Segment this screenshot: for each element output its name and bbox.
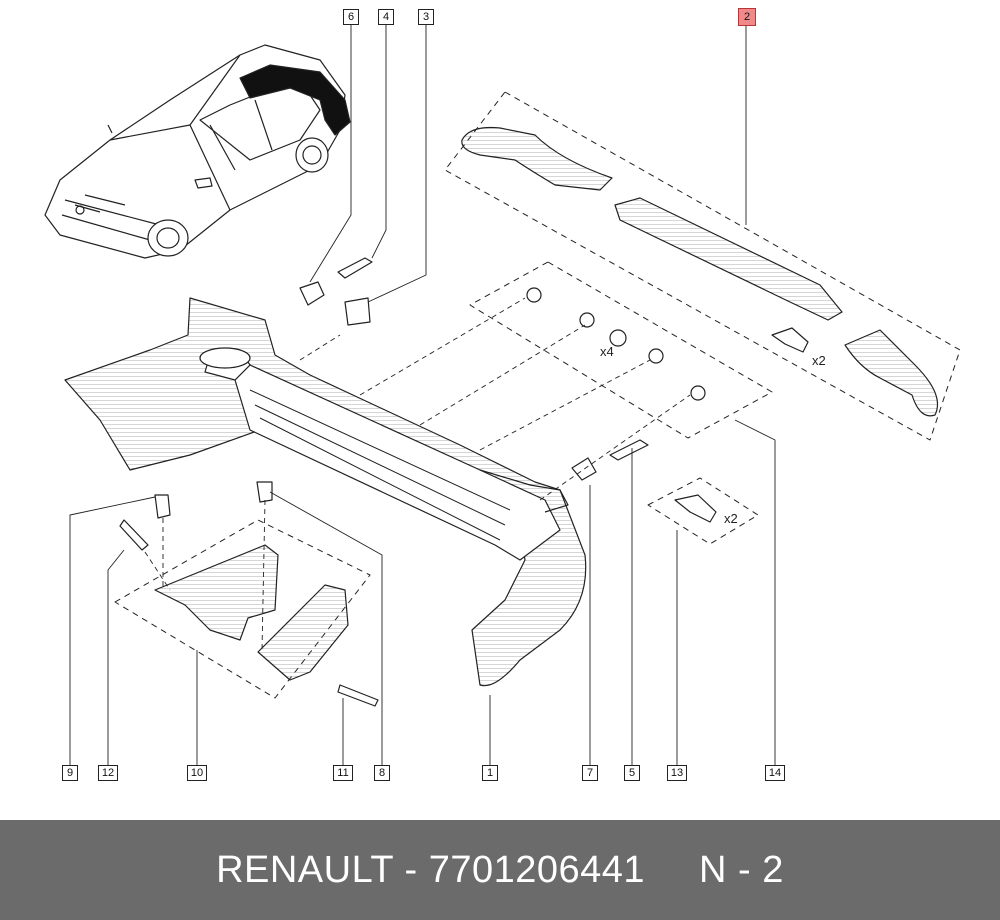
bracket-left [154, 544, 279, 641]
screw-4 [337, 257, 373, 279]
callout-6: 6 [343, 9, 359, 25]
callout-14: 14 [765, 765, 785, 781]
spoiler-right-end [844, 329, 939, 417]
callout-2-highlighted[interactable]: 2 [738, 8, 756, 26]
callout-10: 10 [187, 765, 207, 781]
clip-14b [579, 312, 595, 328]
quantity-label-x2-spoiler: x2 [812, 353, 826, 368]
clip-7 [571, 457, 597, 481]
ring-14 [609, 329, 627, 347]
rivet-8 [256, 481, 273, 503]
group-outline-2 [444, 91, 961, 441]
clip-3 [344, 297, 371, 326]
pin-11 [337, 684, 379, 707]
quantity-label-x2-clip: x2 [724, 511, 738, 526]
callout-4: 4 [378, 9, 394, 25]
clip-13 [674, 494, 717, 523]
callout-7: 7 [582, 765, 598, 781]
group-outline-10 [114, 519, 371, 699]
callout-8: 8 [374, 765, 390, 781]
footer-bar: RENAULT - 7701206441 N - 2 [0, 820, 1000, 920]
callout-12: 12 [98, 765, 118, 781]
bumper-inner [234, 364, 561, 561]
quantity-label-x4: x4 [600, 344, 614, 359]
pin-12 [119, 519, 149, 551]
callout-11: 11 [333, 765, 353, 781]
spoiler-center [614, 197, 843, 321]
clip-14d [690, 385, 706, 401]
spoiler-clip [771, 327, 809, 353]
callout-9: 9 [62, 765, 78, 781]
rivet-9 [154, 494, 171, 519]
screw-5 [609, 439, 649, 461]
bracket-right [257, 584, 349, 681]
group-outline-14 [469, 261, 773, 439]
part-number-text: RENAULT - 7701206441 [216, 848, 646, 891]
clip-14c [648, 348, 664, 364]
spoiler-left-end [461, 126, 613, 191]
callout-1: 1 [482, 765, 498, 781]
clip-14a [526, 287, 542, 303]
callout-5: 5 [624, 765, 640, 781]
fastener-6 [299, 281, 325, 306]
car-illustration [44, 44, 351, 259]
callout-13: 13 [667, 765, 687, 781]
callout-3: 3 [418, 9, 434, 25]
diagram-reference-text: N - 2 [699, 848, 784, 891]
parts-diagram [44, 25, 961, 765]
